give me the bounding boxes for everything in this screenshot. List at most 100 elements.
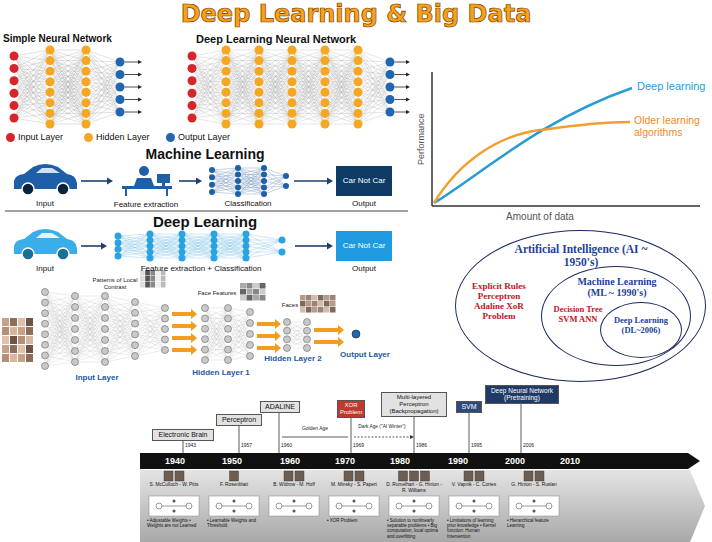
network-link: [14, 56, 50, 124]
network-link: [86, 87, 120, 124]
network-link: [214, 246, 246, 258]
sketch-dot: [413, 510, 416, 513]
network-link: [150, 234, 182, 246]
sketch-dot: [173, 510, 176, 513]
network-link: [118, 234, 150, 249]
network-link: [226, 124, 259, 125]
arrow-shaft: [81, 180, 107, 182]
neuron: [255, 56, 264, 65]
neuron: [82, 46, 91, 55]
feature-image: [318, 301, 324, 307]
feature-image: [306, 307, 312, 313]
network-link: [86, 71, 120, 87]
network-link: [135, 319, 165, 357]
network-link: [182, 234, 214, 252]
event-year: 1957: [241, 443, 259, 449]
network-link: [226, 50, 259, 82]
neuron: [279, 237, 286, 244]
portrait: [230, 471, 239, 481]
neuron: [162, 347, 169, 354]
network-link: [212, 175, 238, 193]
network-link: [75, 351, 105, 362]
face-photo: [2, 336, 9, 344]
network-link: [214, 234, 246, 246]
network-link: [325, 113, 358, 124]
network-link: [45, 351, 75, 366]
network-link: [358, 61, 390, 100]
network-link: [135, 308, 165, 334]
network-link: [135, 313, 165, 340]
network-link: [238, 168, 264, 188]
network-link: [45, 296, 75, 345]
ellipse-text: Explicit Rules Perceptron Adaline XoR Pr…: [464, 281, 534, 321]
neuron: [116, 83, 125, 92]
network-link: [205, 329, 228, 360]
feature-image: [318, 295, 324, 301]
neuron: [102, 337, 109, 344]
network-link: [212, 177, 238, 181]
network-link: [14, 82, 50, 106]
network-link: [192, 71, 226, 105]
network-link: [182, 246, 214, 258]
network-link: [246, 240, 282, 258]
network-link: [86, 87, 120, 103]
network-link: [358, 100, 390, 114]
feature-image: [300, 295, 306, 301]
network-link: [246, 240, 282, 252]
network-link: [118, 243, 150, 246]
portrait: [295, 471, 304, 481]
feature-image: [312, 307, 318, 313]
neuron: [82, 67, 91, 76]
network-link: [292, 61, 325, 124]
event-box: Electronic Brain: [152, 429, 214, 441]
network-link: [14, 106, 50, 124]
person-name: F. Rosenblatt: [205, 482, 263, 488]
network-link: [86, 61, 120, 62]
face-photo: [18, 327, 25, 335]
network-link: [50, 50, 86, 103]
neuron: [288, 98, 297, 107]
network-link: [226, 103, 259, 124]
network-link: [50, 50, 86, 61]
sketch-line: [402, 506, 426, 507]
neuron: [188, 64, 197, 73]
network-link: [228, 323, 250, 339]
neuron: [304, 336, 311, 343]
network-link: [150, 246, 182, 258]
output-arrow: [395, 74, 408, 75]
sketch-line: [222, 506, 246, 507]
orange-arrow: [172, 345, 197, 355]
network-link: [192, 82, 226, 106]
concept-sketch: [209, 496, 259, 516]
neuron: [188, 76, 197, 85]
network-link: [182, 234, 214, 235]
output-arrow: [395, 87, 408, 88]
neuron: [247, 320, 254, 327]
network-link: [50, 50, 86, 61]
network-link: [358, 75, 390, 82]
neuron: [179, 237, 186, 244]
network-link: [226, 92, 259, 124]
network-link: [192, 71, 226, 81]
neuron: [147, 255, 154, 262]
network-link: [105, 345, 135, 362]
neuron: [115, 239, 122, 246]
neuron: [225, 325, 232, 332]
network-link: [238, 181, 264, 194]
network-link: [192, 92, 226, 118]
panel-note: • Adjustable Weights • Weights are not L…: [147, 518, 203, 528]
person-name: B. Widrow - M. Hoff: [265, 482, 323, 488]
title: Deep Learning & Big Data: [150, 1, 562, 29]
output-arrow: [395, 62, 408, 63]
neuron: [243, 249, 250, 256]
network-link: [86, 50, 120, 112]
neuron: [46, 46, 55, 55]
neuron: [209, 189, 215, 195]
sketch-shape: [546, 503, 552, 509]
network-link: [259, 82, 292, 124]
network-link: [292, 103, 325, 124]
network-link: [150, 234, 182, 252]
network-link: [292, 50, 325, 61]
network-link: [192, 56, 226, 113]
